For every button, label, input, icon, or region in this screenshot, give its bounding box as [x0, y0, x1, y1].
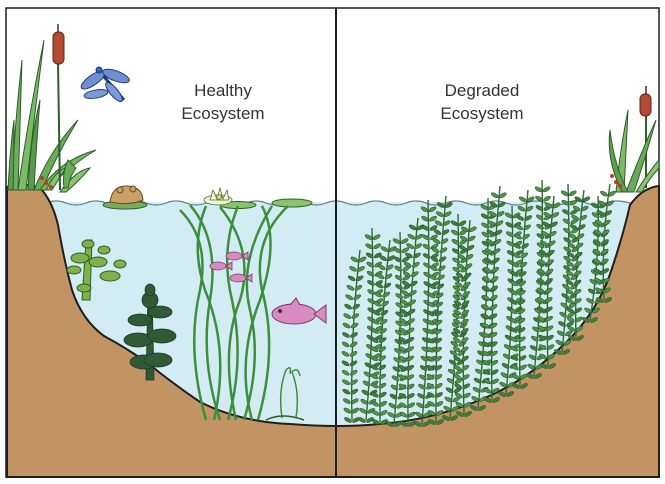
healthy-title-line2: Ecosystem	[181, 104, 264, 123]
degraded-title-line1: Degraded	[445, 81, 520, 100]
degraded-title-line2: Ecosystem	[440, 104, 523, 123]
healthy-title-line1: Healthy	[194, 81, 252, 100]
